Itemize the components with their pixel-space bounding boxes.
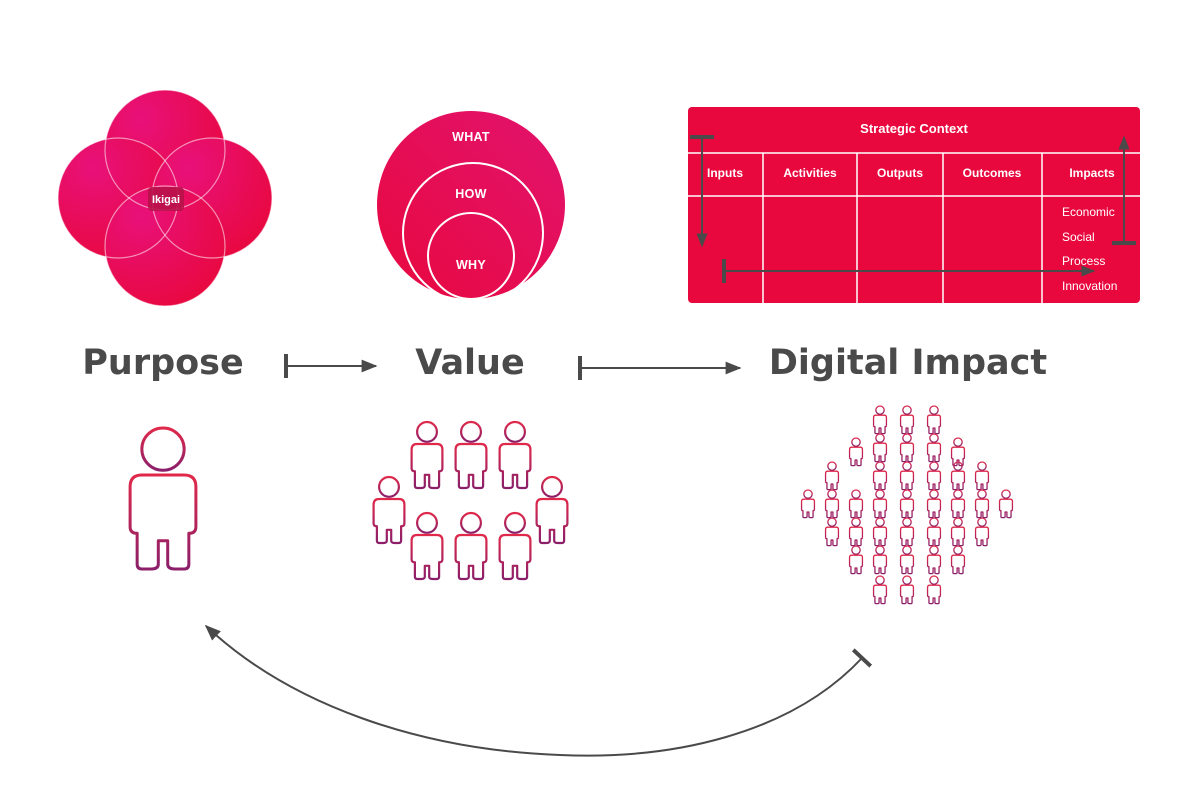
person-outline-icon — [950, 489, 966, 519]
what-label: WHAT — [452, 130, 490, 144]
person-outline-icon — [872, 433, 888, 463]
what-circle — [377, 111, 565, 299]
person-outline-icon — [899, 545, 915, 575]
person-outline-icon — [926, 545, 942, 575]
impact-item-innovation: Innovation — [1062, 279, 1117, 293]
value-people-group — [372, 420, 569, 581]
person-outline-icon — [899, 433, 915, 463]
ikigai-label: Ikigai — [152, 194, 180, 206]
golden-circles: WHAT HOW WHY — [377, 111, 565, 304]
person-outline-icon — [498, 420, 532, 490]
person-outline-icon — [848, 489, 864, 519]
person-outline-icon — [998, 489, 1014, 519]
person-outline-icon — [872, 545, 888, 575]
why-circle — [427, 212, 515, 300]
person-outline-icon — [872, 489, 888, 519]
column-header-inputs: Inputs — [707, 166, 743, 180]
person-outline-icon — [410, 511, 444, 581]
person-outline-icon — [454, 420, 488, 490]
strategic-context-table: Strategic Context Inputs Activities Outp… — [688, 107, 1140, 303]
person-outline-icon — [899, 461, 915, 491]
person-outline-icon — [872, 461, 888, 491]
table-title: Strategic Context — [860, 121, 968, 136]
column-header-activities: Activities — [783, 166, 837, 180]
person-outline-icon — [410, 420, 444, 490]
person-outline-icon — [824, 489, 840, 519]
digital-impact-heading: Digital Impact — [769, 343, 1047, 383]
purpose-heading: Purpose — [82, 343, 244, 383]
person-outline-icon — [926, 517, 942, 547]
person-outline-icon — [848, 545, 864, 575]
venn-circle-bottom — [105, 186, 225, 306]
impact-item-economic: Economic — [1062, 205, 1115, 219]
ikigai-venn: Ikigai — [57, 89, 273, 307]
person-outline-icon — [899, 517, 915, 547]
person-outline-icon — [974, 489, 990, 519]
person-outline-icon — [926, 405, 942, 435]
person-outline-icon — [926, 575, 942, 605]
person-outline-icon — [926, 461, 942, 491]
person-outline-icon — [372, 475, 406, 545]
person-outline-icon — [872, 405, 888, 435]
person-outline-icon — [824, 517, 840, 547]
person-outline-icon — [926, 489, 942, 519]
person-outline-icon — [848, 517, 864, 547]
ikigai-center-badge — [148, 187, 184, 211]
person-outline-icon — [899, 489, 915, 519]
person-outline-icon — [872, 517, 888, 547]
person-outline-icon — [824, 461, 840, 491]
value-heading: Value — [415, 343, 524, 383]
person-outline-icon — [950, 437, 966, 467]
person-outline-icon — [974, 517, 990, 547]
person-outline-icon — [950, 461, 966, 491]
person-outline-icon — [899, 575, 915, 605]
person-outline-icon — [926, 433, 942, 463]
person-outline-icon — [974, 461, 990, 491]
how-label: HOW — [455, 187, 486, 201]
person-outline-icon — [899, 405, 915, 435]
person-outline-icon — [950, 517, 966, 547]
curved-return-arrow-icon — [204, 624, 873, 757]
table-background — [688, 107, 1140, 303]
person-outline-icon — [848, 437, 864, 467]
person-outline-icon — [128, 426, 198, 571]
how-circle — [402, 162, 544, 304]
why-label: WHY — [456, 258, 486, 272]
person-outline-icon — [535, 475, 569, 545]
column-header-outputs: Outputs — [877, 166, 923, 180]
impact-item-process: Process — [1062, 254, 1105, 268]
person-outline-icon — [454, 511, 488, 581]
person-outline-icon — [498, 511, 532, 581]
person-outline-icon — [800, 489, 816, 519]
purpose-people-group — [128, 426, 198, 571]
person-outline-icon — [872, 575, 888, 605]
person-outline-icon — [950, 545, 966, 575]
impact-item-social: Social — [1062, 230, 1095, 244]
digital-impact-people-group — [800, 405, 1014, 605]
column-header-impacts: Impacts — [1069, 166, 1115, 180]
column-header-outcomes: Outcomes — [963, 166, 1022, 180]
